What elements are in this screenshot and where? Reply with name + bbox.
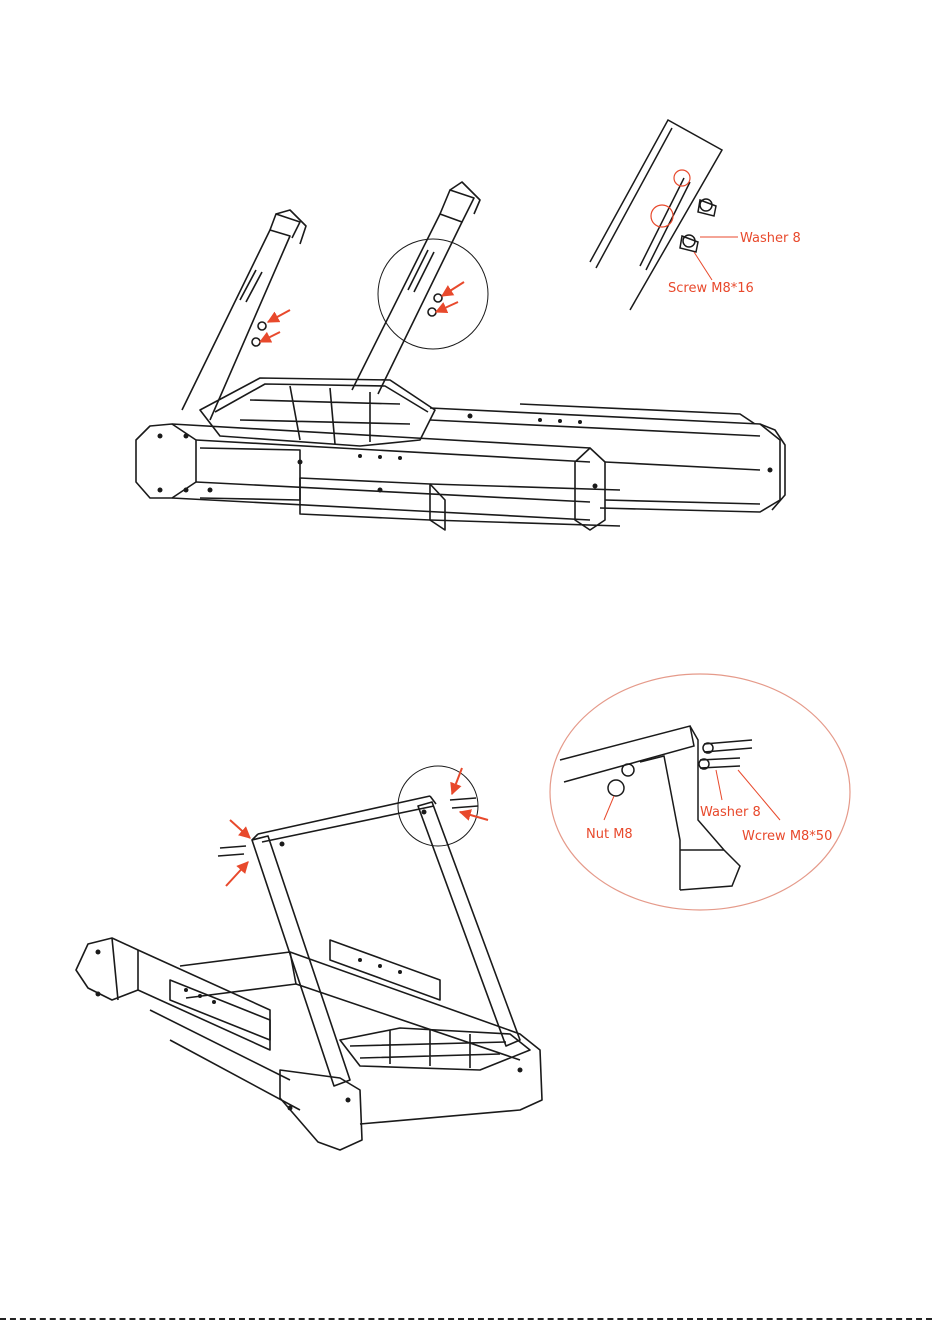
step2-arrows [226, 768, 488, 886]
step1-screw-label: Screw M8*16 [668, 281, 754, 296]
step1-arrows [260, 282, 464, 342]
page-bottom-rule [0, 1318, 932, 1320]
step2-screw-label: Wcrew M8*50 [742, 829, 832, 844]
step2-magnify-circle [398, 766, 478, 846]
step1-leader-lines [694, 237, 738, 280]
step2-callout-circle [550, 674, 850, 910]
step2-nut-label: Nut M8 [586, 827, 633, 842]
step1-washer-label: Washer 8 [740, 231, 801, 246]
step1-frame-illustration [136, 182, 785, 530]
step2-washer-label: Washer 8 [700, 805, 761, 820]
step2-frame-illustration [76, 796, 542, 1150]
